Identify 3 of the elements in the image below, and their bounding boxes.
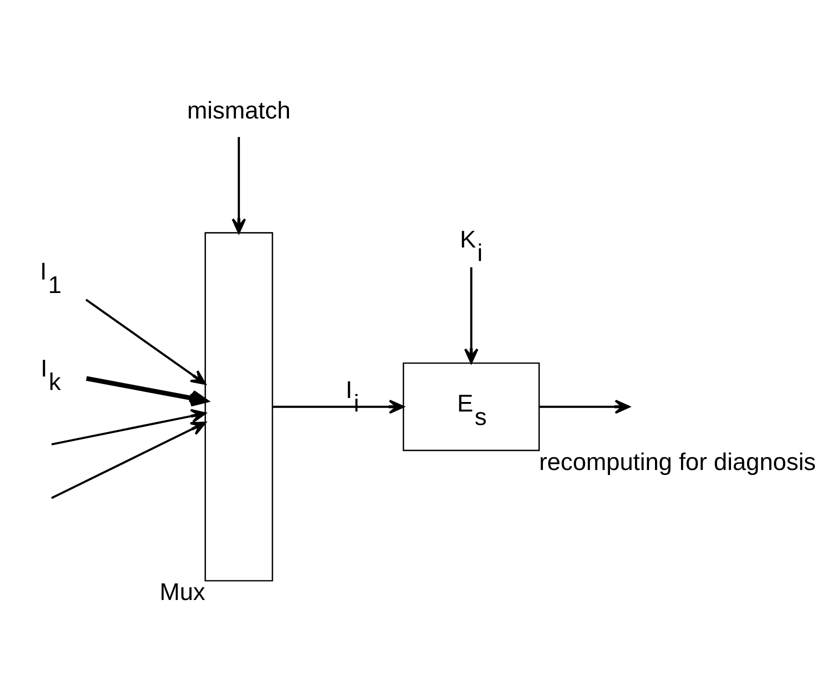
node-label: recomputing for diagnosis <box>539 448 816 476</box>
node-label: Mux <box>160 578 206 606</box>
node-text: mismatch <box>187 96 291 124</box>
